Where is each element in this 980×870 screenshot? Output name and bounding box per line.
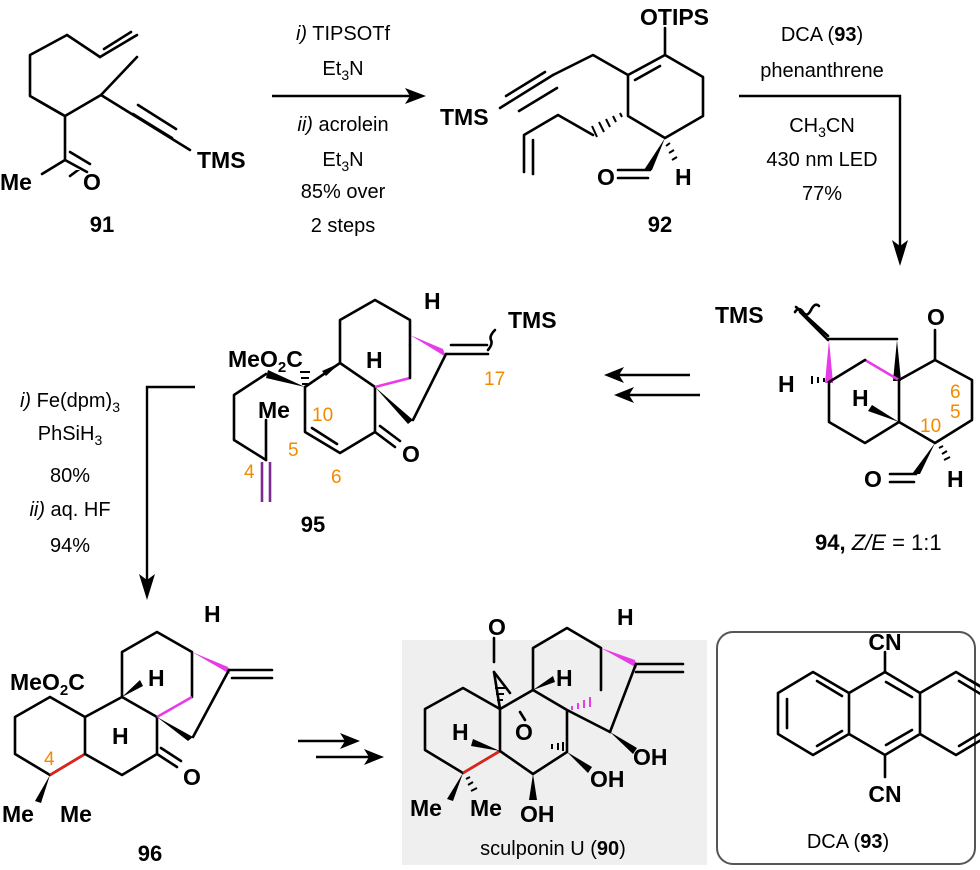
atom-number-17-95: 17 — [484, 369, 505, 390]
anthracene-core — [760, 660, 980, 770]
step3-yield-1: 80% — [50, 465, 90, 487]
label-ketone-o-94: O — [927, 304, 945, 330]
label-h1-95: H — [366, 347, 383, 373]
atom-number-4-96: 4 — [44, 749, 55, 770]
reaction-arrow-3 — [145, 385, 195, 582]
step1-reagent-4: Et3N — [322, 149, 363, 174]
structure-94 — [793, 303, 974, 484]
atom-number-10: 10 — [920, 416, 941, 437]
label-oh1-90: OH — [633, 744, 668, 770]
structure-96 — [13, 630, 274, 803]
label-h1-94: H — [778, 371, 795, 397]
structure-92 — [498, 26, 705, 180]
step1-reagent-3: ii) acrolein — [297, 114, 388, 136]
structure-91 — [0, 0, 240, 176]
label-otips: OTIPS — [640, 4, 709, 30]
atom-number-4-95: 4 — [244, 462, 255, 483]
structure-95 — [232, 298, 497, 502]
step2-solvent: CH3CN — [789, 115, 855, 140]
label-h1-90: H — [556, 665, 573, 691]
atom-number-6: 6 — [950, 382, 961, 403]
label-h2-95: H — [424, 288, 441, 314]
arrowhead-3 — [139, 574, 155, 600]
label-me1-90: Me — [410, 795, 442, 821]
step3-reagent-1: i) Fe(dpm)3 — [20, 390, 120, 415]
atom-number-6-95: 6 — [331, 467, 342, 488]
arrowhead-1 — [405, 88, 426, 104]
atom-number-5-95: 5 — [288, 440, 299, 461]
label-ester-95: MeO2C — [228, 346, 303, 376]
label-h2-96: H — [204, 601, 221, 627]
label-o-95: O — [402, 441, 420, 467]
label-me1-96: Me — [2, 801, 34, 827]
label-me2-90: Me — [470, 795, 502, 821]
arrowhead-2 — [892, 240, 908, 266]
label-me: Me — [0, 169, 32, 195]
label-cn-top: CN — [868, 629, 901, 655]
step1-steps: 2 steps — [311, 215, 375, 237]
step3-reagent-2: PhSiH3 — [38, 423, 103, 448]
sculponin-highlight-background — [402, 640, 707, 865]
step2-cocatalyst: phenanthrene — [760, 60, 883, 82]
label-o: O — [83, 169, 101, 195]
step2-yield: 77% — [802, 183, 842, 205]
label-h3-90: H — [452, 719, 469, 745]
label-h1-96: H — [148, 665, 165, 691]
atom-number-5: 5 — [950, 402, 961, 423]
label-tms-92: TMS — [440, 104, 489, 130]
step2-light: 430 nm LED — [766, 149, 877, 171]
compound-id-92: 92 — [648, 212, 672, 237]
label-aldehyde-o-90: O — [488, 614, 506, 640]
label-h3-94: H — [947, 466, 964, 492]
label-ester-96: MeO2C — [10, 669, 85, 699]
step3-yield-2: 94% — [50, 535, 90, 557]
structure-90 — [423, 626, 685, 801]
step2-catalyst: DCA (93) — [781, 24, 863, 46]
compound-id-96: 96 — [138, 841, 162, 866]
label-o-96: O — [183, 764, 201, 790]
label-h2-90: H — [617, 604, 634, 630]
label-me2-96: Me — [60, 801, 92, 827]
reaction-arrow-2 — [739, 94, 902, 248]
label-me-95: Me — [258, 397, 290, 423]
label-h-92: H — [675, 164, 692, 190]
label-h3-96: H — [112, 723, 129, 749]
label-oh3-90: OH — [520, 801, 555, 827]
label-o-92: O — [597, 164, 615, 190]
label-cn-bottom: CN — [868, 781, 901, 807]
step1-reagent-2: Et3N — [322, 58, 363, 83]
step1-yield: 85% over — [301, 181, 386, 203]
compound-caption-90: sculponin U (90) — [480, 838, 626, 860]
label-tms: TMS — [197, 147, 246, 173]
label-h2-94: H — [852, 385, 869, 411]
atom-number-10-95: 10 — [312, 405, 333, 426]
compound-id-95: 95 — [301, 512, 325, 537]
compound-id-91: 91 — [90, 212, 114, 237]
label-tms-95: TMS — [508, 307, 557, 333]
step3-reagent-3: ii) aq. HF — [29, 499, 110, 521]
label-ether-o-90: O — [515, 719, 533, 745]
compound-caption-93: DCA (93) — [807, 831, 889, 853]
compound-id-94: 94, Z/E = 1:1 — [815, 530, 942, 555]
label-o2-94: O — [864, 466, 882, 492]
label-tms-94: TMS — [715, 302, 764, 328]
label-oh2-90: OH — [590, 766, 625, 792]
step1-reagent-1: i) TIPSOTf — [296, 23, 391, 45]
